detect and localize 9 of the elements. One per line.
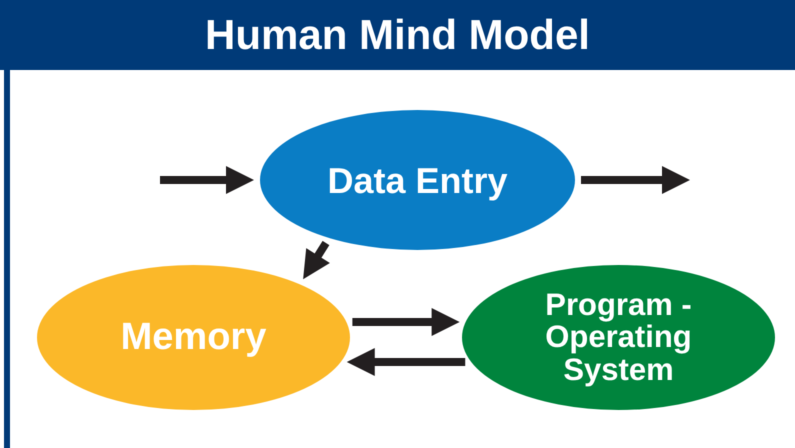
node-label: Program - Operating System xyxy=(544,288,693,386)
arrow xyxy=(581,166,690,194)
arrow xyxy=(352,308,460,336)
arrow xyxy=(303,240,330,280)
arrow xyxy=(160,166,254,194)
node-label: Data Entry xyxy=(327,158,508,202)
arrow xyxy=(346,348,466,376)
node-label: Memory xyxy=(120,314,266,360)
title: Human Mind Model xyxy=(205,14,590,56)
